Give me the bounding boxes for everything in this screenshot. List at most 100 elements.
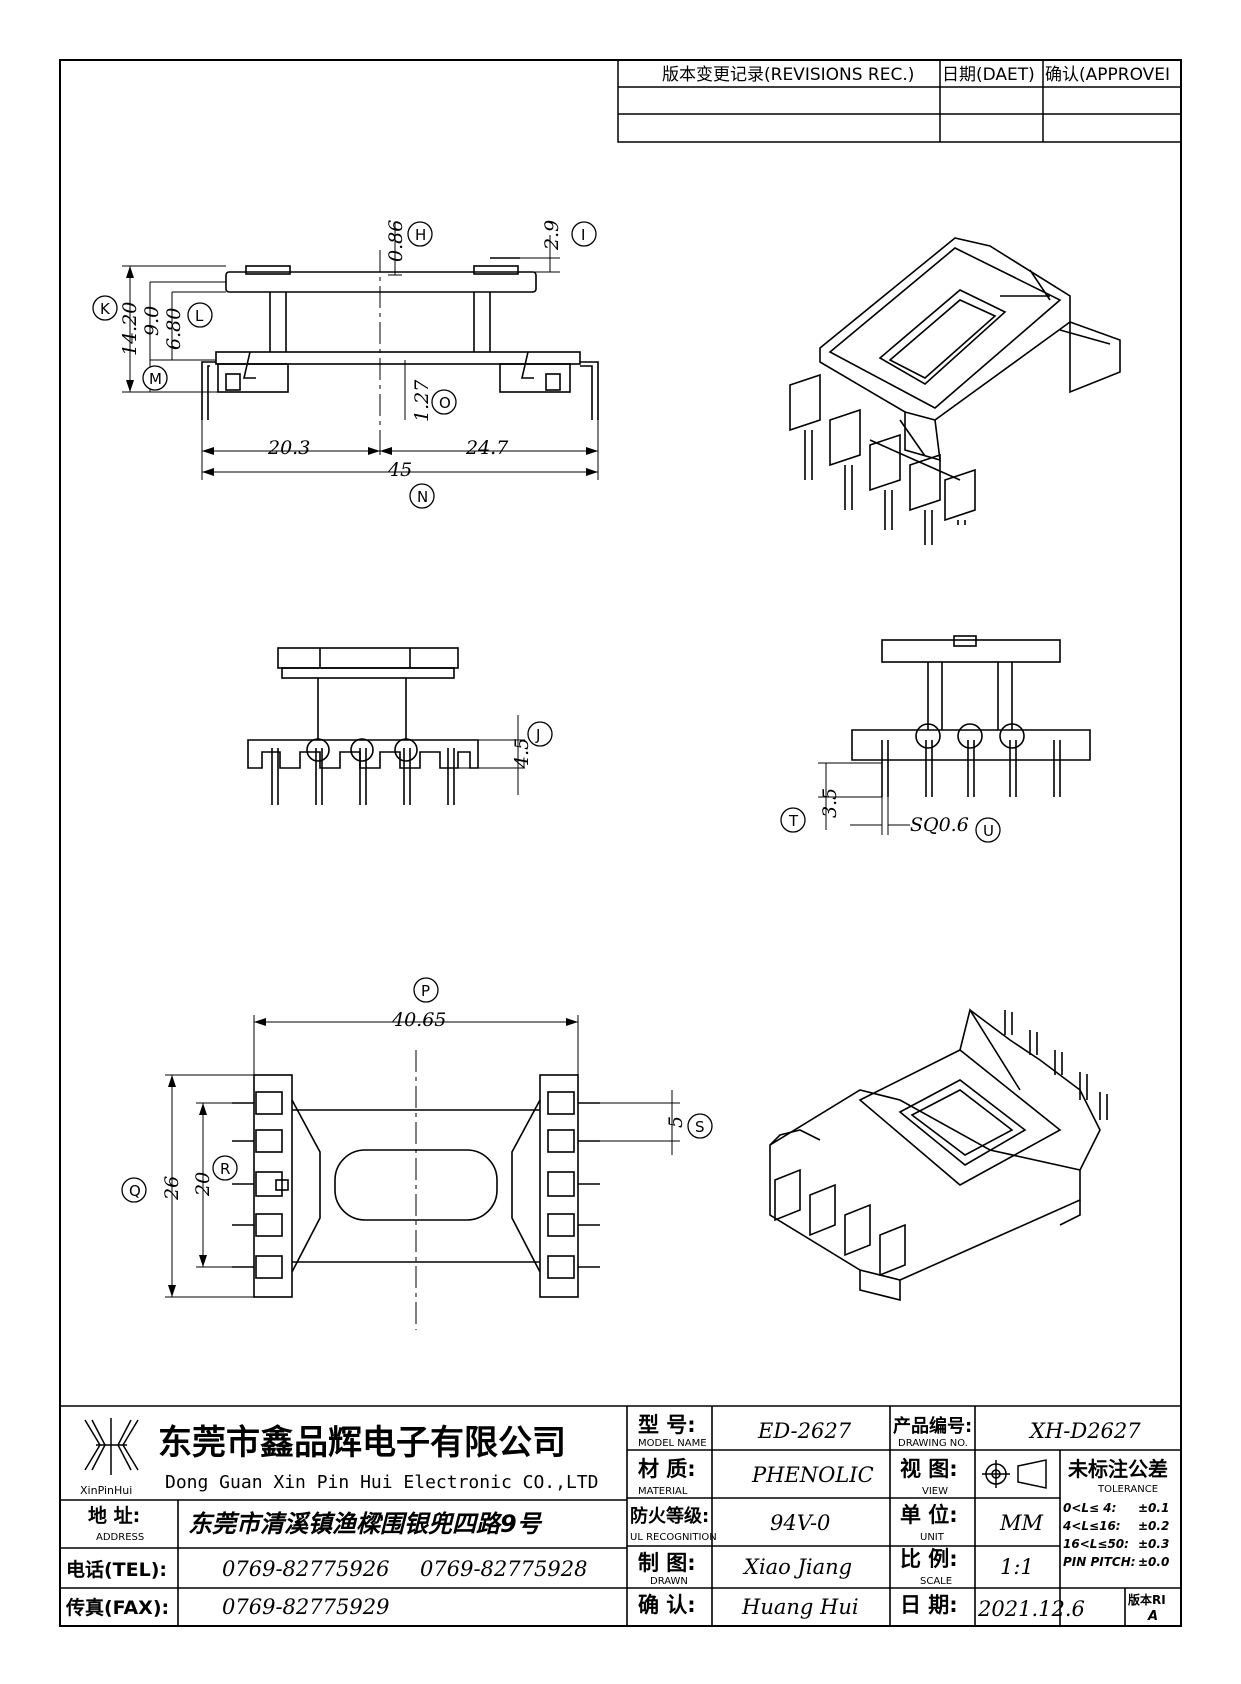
dim-right-span: 24.7 bbox=[465, 437, 509, 459]
bubble-j-circle bbox=[527, 721, 553, 747]
tol-range-2: 16<L≤50: bbox=[1063, 1537, 1129, 1551]
dim-o: 1.27 bbox=[411, 379, 433, 422]
company-name-cn: 东莞市鑫品辉电子有限公司 bbox=[158, 1423, 566, 1463]
dim-r: 20 bbox=[192, 1172, 214, 1197]
bubble-k: K bbox=[100, 300, 111, 318]
dim-p: 40.65 bbox=[391, 1009, 446, 1031]
dim-left-span: 20.3 bbox=[267, 437, 310, 459]
side-view-left-dims bbox=[458, 715, 525, 795]
bubble-q: Q bbox=[129, 1182, 141, 1200]
tol-value-3: ±0.0 bbox=[1138, 1555, 1169, 1569]
isometric-view-top bbox=[789, 237, 1121, 545]
dim-i: 2.9 bbox=[541, 220, 563, 251]
front-view bbox=[201, 250, 599, 430]
rev-col-record: 版本变更记录(REVISIONS REC.) bbox=[662, 65, 914, 85]
company-logo bbox=[84, 1418, 139, 1475]
bubble-r-circle bbox=[212, 1155, 238, 1181]
address-value: 东莞市清溪镇渔樑围银兜四路9号 bbox=[188, 1510, 543, 1538]
address-label: 地 址: bbox=[88, 1504, 140, 1527]
material-sub: MATERIAL bbox=[638, 1486, 688, 1497]
dim-s: 5 bbox=[665, 1116, 687, 1128]
dim-h: 0.86 bbox=[385, 220, 407, 262]
drawing-no-value: XH-D2627 bbox=[1028, 1419, 1141, 1443]
date-label: 日 期: bbox=[900, 1593, 958, 1617]
plan-view-arrows bbox=[168, 1018, 578, 1297]
drawing-no-sub: DRAWING NO. bbox=[898, 1438, 968, 1449]
tolerance-sub: TOLERANCE bbox=[1097, 1484, 1158, 1495]
isometric-view-bottom bbox=[769, 1007, 1108, 1302]
bubbles-front bbox=[92, 221, 597, 509]
model-value: ED-2627 bbox=[757, 1419, 852, 1443]
tel-2: 0769-82775928 bbox=[420, 1557, 587, 1581]
bubble-n: N bbox=[417, 488, 428, 506]
dim-total: 45 bbox=[387, 459, 412, 481]
fax-value: 0769-82775929 bbox=[222, 1595, 389, 1619]
bubble-t-circle bbox=[780, 807, 806, 833]
dim-q: 26 bbox=[161, 1176, 183, 1201]
dim-l: 9.0 bbox=[141, 306, 163, 336]
material-value: PHENOLIC bbox=[751, 1463, 874, 1487]
bubble-m: M bbox=[149, 370, 162, 388]
ul-sub: UL RECOGNITION bbox=[630, 1532, 717, 1543]
dim-l2: 6.80 bbox=[163, 308, 185, 350]
projection-symbol-icon bbox=[982, 1459, 1047, 1489]
model-label: 型 号: bbox=[638, 1413, 696, 1437]
tel-1: 0769-82775926 bbox=[222, 1557, 389, 1581]
dim-t: 3.5 bbox=[819, 788, 841, 818]
check-label: 确 认: bbox=[638, 1593, 696, 1617]
unit-sub: UNIT bbox=[920, 1532, 945, 1543]
title-block-grid bbox=[60, 1405, 1181, 1626]
bubble-t: T bbox=[788, 812, 799, 830]
fax-label: 传真(FAX): bbox=[65, 1596, 169, 1619]
drawn-label: 制 图: bbox=[638, 1551, 696, 1575]
bubble-q-circle bbox=[121, 1177, 147, 1203]
company-name-en: Dong Guan Xin Pin Hui Electronic CO.,LTD bbox=[165, 1472, 598, 1493]
tol-value-2: ±0.3 bbox=[1138, 1537, 1169, 1551]
bubble-j: J bbox=[535, 726, 540, 744]
dim-j: 4.5 bbox=[511, 738, 533, 769]
tol-value-0: ±0.1 bbox=[1138, 1501, 1169, 1515]
drawn-value: Xiao Jiang bbox=[742, 1555, 852, 1579]
unit-value: MM bbox=[999, 1511, 1044, 1535]
bubble-o: O bbox=[439, 394, 451, 412]
bubble-h: H bbox=[415, 226, 426, 244]
bubble-p-circle bbox=[413, 977, 439, 1003]
bubble-r: R bbox=[220, 1160, 230, 1178]
plan-view-dims bbox=[165, 1015, 680, 1298]
plan-view bbox=[232, 1050, 600, 1330]
tolerance-title: 未标注公差 bbox=[1068, 1457, 1168, 1481]
bubble-u: U bbox=[983, 822, 994, 840]
dim-u: SQ0.6 bbox=[910, 814, 969, 836]
dim-k: 14.20 bbox=[119, 302, 141, 356]
rev-col-date: 日期(DAET) bbox=[942, 65, 1035, 85]
front-view-dimensions bbox=[122, 222, 599, 480]
material-label: 材 质: bbox=[638, 1457, 696, 1481]
bubble-p: P bbox=[421, 982, 430, 1000]
scale-sub: SCALE bbox=[920, 1576, 952, 1587]
side-view-left bbox=[247, 647, 479, 805]
rev-col-approve: 确认(APPROVEI bbox=[1045, 65, 1170, 85]
revision-table bbox=[617, 59, 1182, 143]
tol-range-1: 4<L≤16: bbox=[1062, 1519, 1121, 1533]
ul-value: 94V-0 bbox=[770, 1511, 830, 1535]
model-sub: MODEL NAME bbox=[638, 1438, 707, 1449]
revision-label: 版本RI bbox=[1128, 1592, 1166, 1607]
tol-range-0: 0<L≤ 4: bbox=[1063, 1501, 1116, 1515]
side-view-right bbox=[851, 635, 1091, 797]
revision-value: A bbox=[1147, 1609, 1158, 1624]
bubble-i: I bbox=[581, 226, 585, 244]
logo-text: XinPinHui bbox=[80, 1484, 132, 1497]
front-view-arrows bbox=[126, 266, 598, 476]
tol-value-1: ±0.2 bbox=[1138, 1519, 1169, 1533]
side-view-right-dims bbox=[818, 762, 910, 835]
drawing-no-label: 产品编号: bbox=[893, 1415, 972, 1437]
date-value: 2021.12.6 bbox=[977, 1597, 1085, 1621]
view-label: 视 图: bbox=[900, 1457, 958, 1481]
bubble-s-circle bbox=[687, 1113, 713, 1139]
bubble-s: S bbox=[695, 1118, 705, 1136]
tel-label: 电话(TEL): bbox=[66, 1558, 167, 1581]
address-sub: ADDRESS bbox=[96, 1532, 144, 1543]
ul-label: 防火等级: bbox=[630, 1505, 709, 1527]
check-value: Huang Hui bbox=[741, 1595, 859, 1619]
